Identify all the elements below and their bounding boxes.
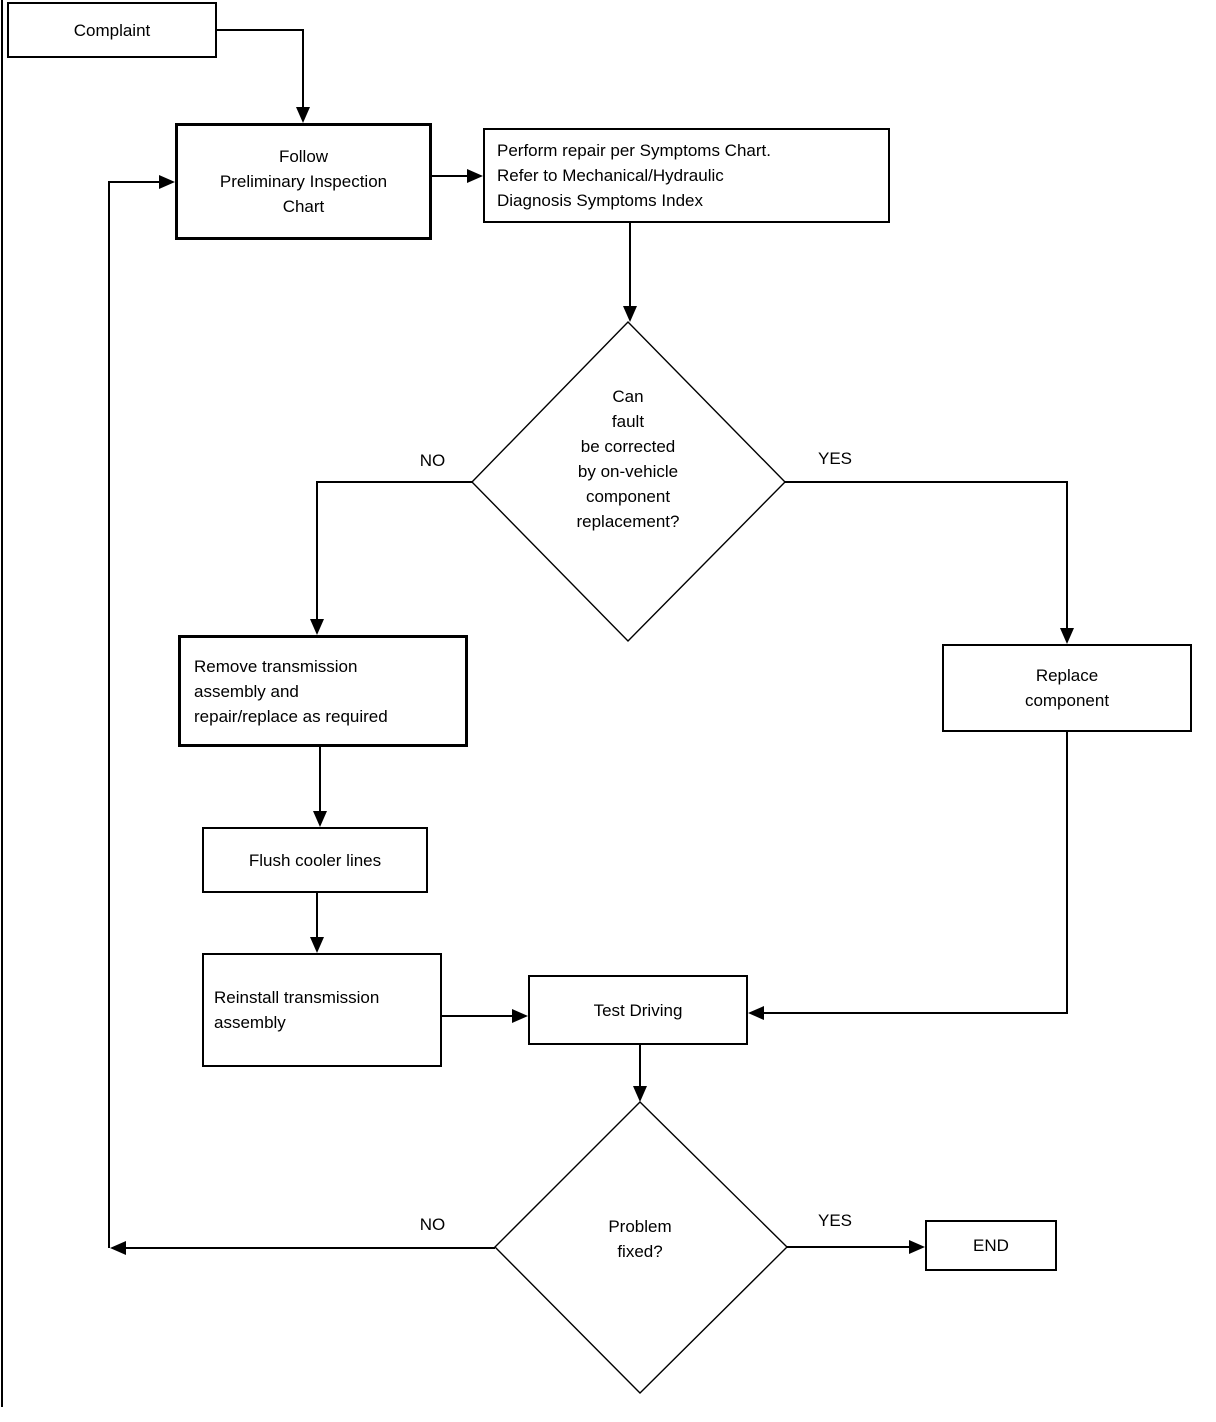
connector-complaint-to-follow — [217, 29, 310, 123]
problem-fixed-diamond — [494, 1101, 788, 1394]
connector-perform-to-decision1 — [623, 223, 637, 322]
end-box: END — [925, 1220, 1057, 1271]
test-driving-box: Test Driving — [528, 975, 748, 1045]
decision1-no-label: NO — [419, 451, 446, 470]
connector-reinstall-to-test — [442, 1009, 528, 1023]
decision1-yes-label: YES — [817, 449, 853, 468]
connector-replace-to-test — [748, 732, 1068, 1020]
follow-preliminary-inspection-box: Follow Preliminary Inspection Chart — [175, 123, 432, 240]
remove-transmission-box: Remove transmission assembly and repair/… — [178, 635, 468, 747]
reinstall-transmission-box: Reinstall transmission assembly — [202, 953, 442, 1067]
connector-decision1-yes-to-replace — [785, 481, 1074, 644]
connector-decision2-yes-to-end — [787, 1240, 925, 1254]
connector-remove-to-flush — [313, 747, 327, 827]
decision-fault-correctable-text: Can fault be corrected by on-vehicle com… — [576, 387, 680, 531]
perform-repair-box: Perform repair per Symptoms Chart. Refer… — [483, 128, 890, 223]
decision-fault-correctable-diamond — [471, 320, 786, 642]
problem-fixed-text: Problem fixed? — [608, 1217, 672, 1261]
connector-test-to-decision2 — [633, 1045, 647, 1102]
connector-follow-to-perform — [432, 169, 483, 183]
decision2-no-label: NO — [419, 1215, 446, 1234]
connector-flush-to-reinstall — [310, 893, 324, 953]
connector-decision2-no-to-follow — [108, 175, 495, 1255]
flush-cooler-lines-box: Flush cooler lines — [202, 827, 428, 893]
connector-decision1-no-to-remove — [310, 481, 472, 635]
replace-component-box: Replace component — [942, 644, 1192, 732]
decision2-yes-label: YES — [817, 1211, 853, 1230]
complaint-box: Complaint — [7, 2, 217, 58]
